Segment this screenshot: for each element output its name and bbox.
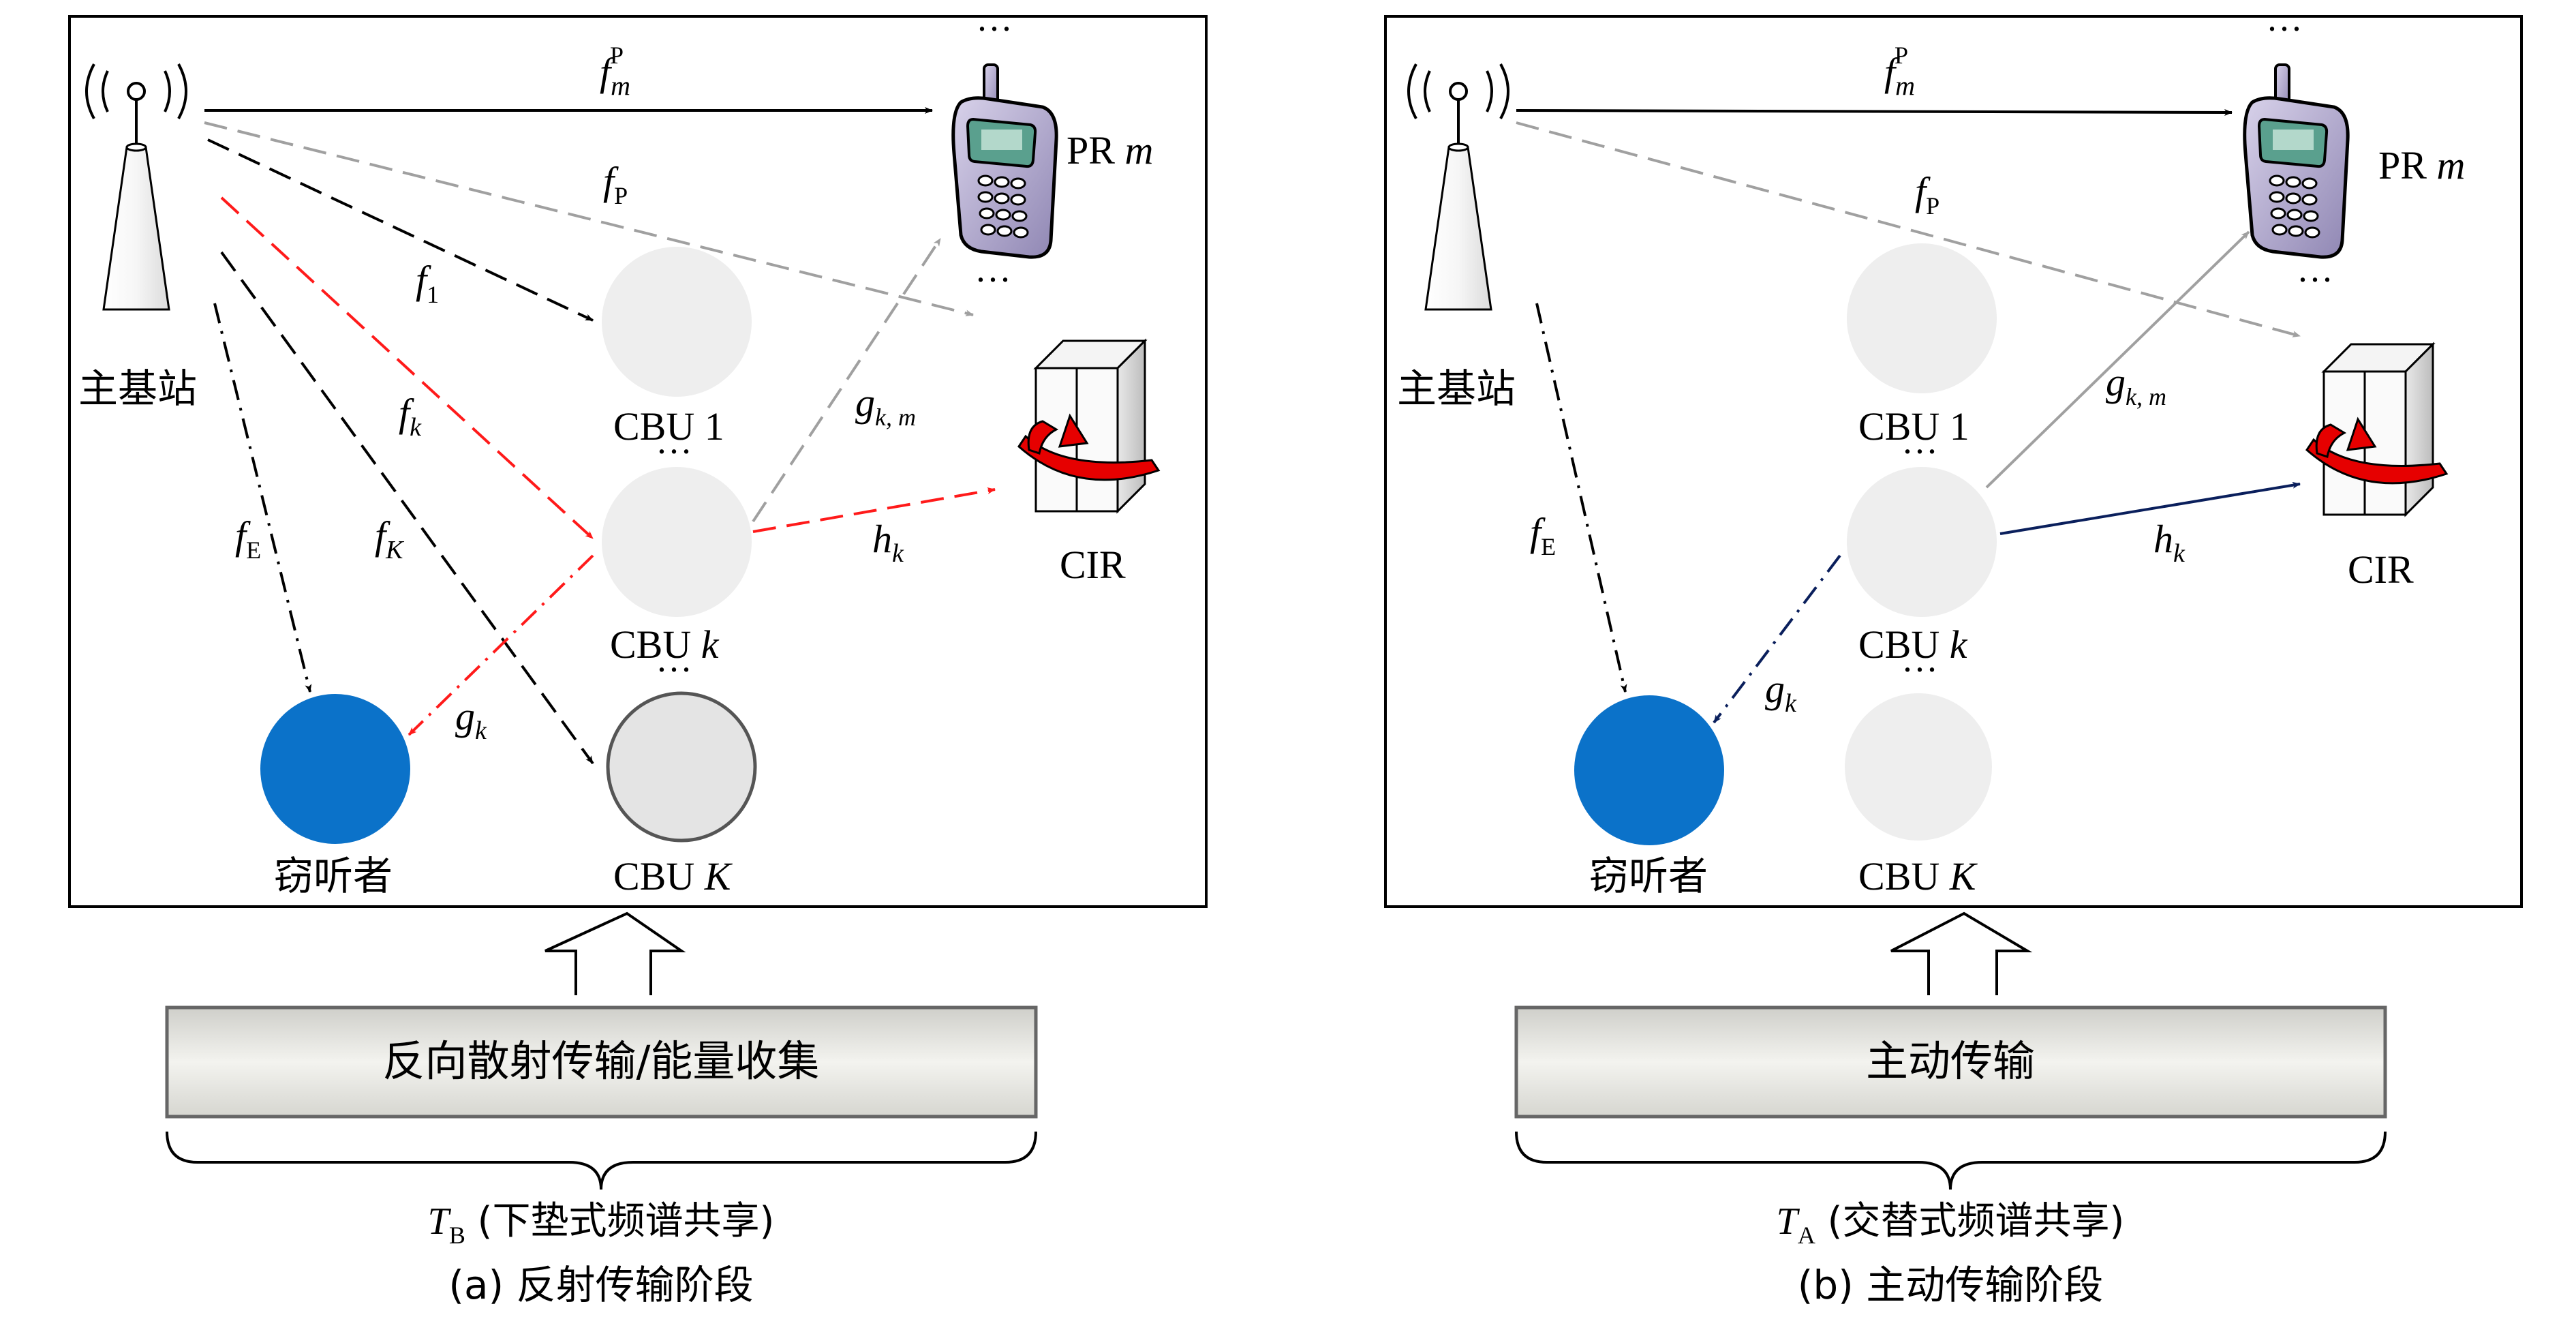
cir-label: CIR	[1060, 543, 1126, 587]
phase-box-label: 主动传输	[1866, 1036, 2035, 1086]
link-f1	[207, 138, 594, 322]
link-fE	[213, 303, 312, 693]
cbu-K-label: CBU K	[613, 854, 733, 898]
link-gk	[1713, 554, 1841, 724]
label-gkm: gk, m	[2106, 360, 2166, 410]
phase-box-label: 反向散射传输/能量收集	[383, 1036, 820, 1086]
period-brace	[1515, 1131, 2387, 1190]
phase-box	[1514, 1005, 2387, 1119]
period-label: TB (下垫式频谱共享)	[428, 1199, 775, 1249]
eavesdropper-label: 窃听者	[1589, 853, 1708, 899]
cbu-K-label: CBU K	[1858, 854, 1978, 898]
base-station-label: 主基站	[1397, 365, 1516, 412]
cir-label: CIR	[2348, 547, 2414, 592]
link-fK	[220, 251, 594, 765]
cbu-k-label: CBU k	[1858, 622, 1968, 667]
label-fmP: fmP	[600, 42, 630, 101]
period-brace	[166, 1131, 1037, 1190]
label-fmP: fmP	[1884, 42, 1915, 101]
caption: (a) 反射传输阶段	[448, 1262, 753, 1308]
link-gkm	[752, 237, 942, 523]
base-station-label: 主基站	[78, 365, 197, 412]
cir-ellipsis: ···	[2297, 259, 2333, 300]
cir-icon	[2305, 343, 2448, 516]
cbu-K-node	[606, 691, 757, 843]
panel-a: 主基站 ··· PR m CIR ··· CBU 1 ··· CBU k ···…	[68, 8, 1208, 1308]
panel-b: 主基站 ··· PR m CIR ··· CBU 1 ··· CBU k ···…	[1384, 8, 2523, 1308]
cbu-k-ellipsis: ···	[1901, 649, 1938, 690]
link-fP	[204, 121, 974, 317]
label-hk: hk	[872, 517, 904, 568]
cbu-1-ellipsis: ···	[656, 431, 692, 472]
label-hk: hk	[2153, 517, 2186, 568]
pr-ellipsis: ···	[976, 8, 1013, 49]
cbu-1-node	[1847, 243, 1997, 393]
link-fk	[220, 196, 594, 540]
cir-icon	[1017, 339, 1160, 513]
link-hk	[1999, 481, 2301, 535]
phase-arrow-up	[1890, 911, 2033, 995]
link-hk	[752, 487, 996, 533]
pr-label: PR m	[2378, 143, 2465, 187]
period-label: TA (交替式频谱共享)	[1777, 1199, 2125, 1249]
pr-label: PR m	[1067, 128, 1153, 172]
cbu-1-ellipsis: ···	[1901, 431, 1938, 472]
phase-arrow-up	[545, 911, 686, 995]
cbu-k-ellipsis: ···	[656, 649, 692, 690]
cir-ellipsis: ···	[975, 259, 1011, 300]
cbu-K-node	[1845, 693, 1992, 841]
cbu-k-node	[602, 467, 752, 617]
cbu-k-label: CBU k	[610, 622, 720, 667]
link-fE	[1535, 303, 1627, 693]
label-gkm: gk, m	[855, 380, 916, 431]
eavesdropper-label: 窃听者	[274, 853, 393, 899]
cbu-k-node	[1847, 467, 1997, 617]
eavesdropper-node	[1574, 695, 1724, 845]
pr-ellipsis: ···	[2266, 8, 2303, 49]
caption: (b) 主动传输阶段	[1798, 1262, 2104, 1308]
eavesdropper-node	[260, 694, 410, 844]
phase-box	[165, 1005, 1038, 1119]
label-gk: gk	[455, 694, 487, 745]
cbu-1-label: CBU 1	[613, 404, 724, 449]
link-fmP	[1516, 108, 2233, 116]
cbu-1-node	[602, 247, 752, 397]
link-gk	[408, 554, 594, 736]
label-gk: gk	[1765, 667, 1797, 718]
cbu-1-label: CBU 1	[1858, 404, 1969, 449]
link-gkm	[1985, 230, 2250, 489]
